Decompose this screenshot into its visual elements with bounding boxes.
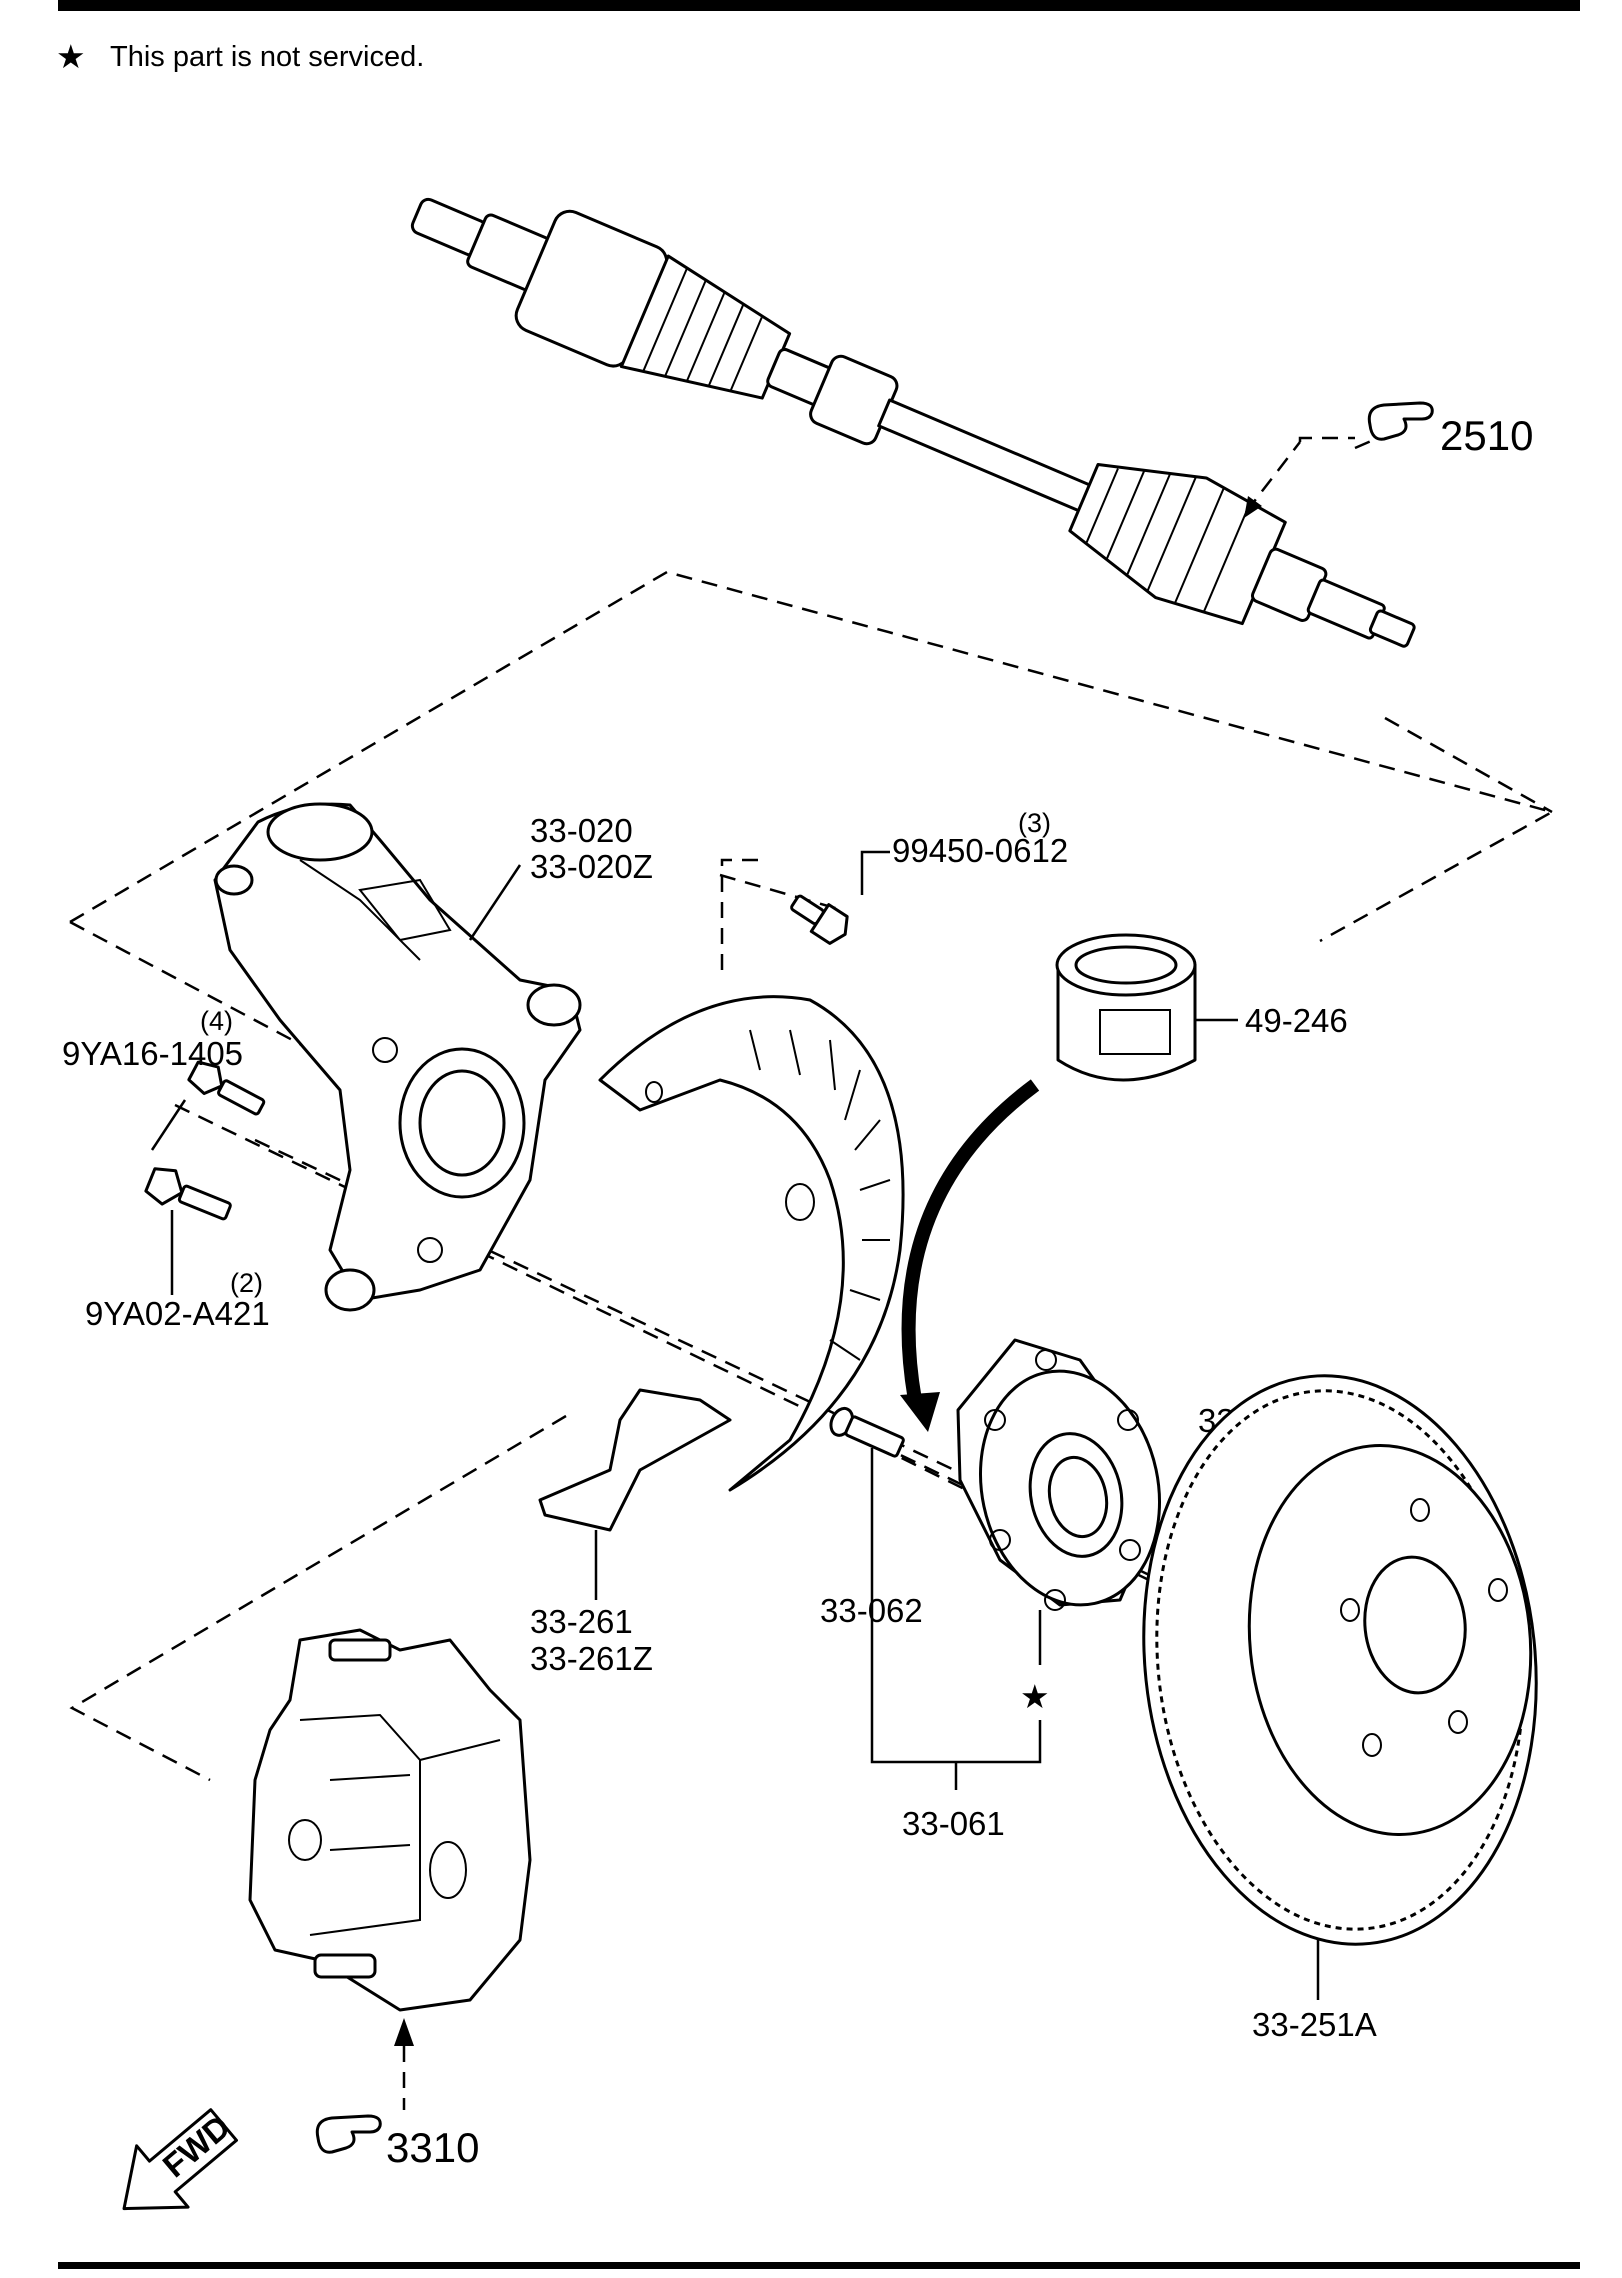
not-serviced-note: ★ This part is not serviced. <box>56 38 424 75</box>
caliper-ref-number: 3310 <box>386 2124 479 2171</box>
driveshaft-reference: 2510 <box>1244 401 1533 518</box>
label-bolt2-qty: (2) <box>230 1268 263 1298</box>
driveshaft-ref-number: 2510 <box>1440 412 1533 459</box>
drive-shaft <box>410 197 1416 648</box>
label-33-020: 33-020 <box>530 812 633 849</box>
label-bolt-upper-qty: (3) <box>1018 808 1051 838</box>
hub-bolt <box>829 1406 905 1458</box>
dust-shield <box>538 995 905 1532</box>
top-border <box>58 0 1580 11</box>
pointing-hand-icon <box>1367 401 1434 441</box>
bolt-upper-leader <box>860 850 890 895</box>
steering-knuckle <box>213 802 582 1312</box>
hub-not-serviced-star: ★ <box>1020 1678 1050 1715</box>
fwd-direction-arrow: FWD <box>122 2108 238 2211</box>
label-33-261: 33-261 <box>530 1603 633 1640</box>
bolt1-leader <box>150 1099 187 1151</box>
bottom-border <box>58 2262 1580 2269</box>
label-33-062: 33-062 <box>820 1592 923 1629</box>
wheel-hub <box>956 1338 1162 1611</box>
label-9ya16-1405: 9YA16-1405 <box>62 1035 243 1072</box>
label-33-261z: 33-261Z <box>530 1640 653 1677</box>
label-33-251a: 33-251A <box>1252 2006 1377 2043</box>
star-symbol: ★ <box>56 38 86 75</box>
label-49-246: 49-246 <box>1245 1002 1348 1039</box>
label-bolt1-qty: (4) <box>200 1006 233 1036</box>
shield-bolt-upper <box>790 894 849 945</box>
label-33-020z: 33-020Z <box>530 848 653 885</box>
pointing-hand-icon <box>315 2114 382 2154</box>
brake-rotor <box>1142 1374 1538 1946</box>
label-33-061: 33-061 <box>902 1805 1005 1842</box>
bearing-install-arrow <box>901 1079 1040 1402</box>
label-9ya02-a421: 9YA02-A421 <box>85 1295 270 1332</box>
note-text: This part is not serviced. <box>110 41 424 73</box>
caliper-reference: 3310 <box>315 2018 479 2171</box>
knuckle-bolt-2 <box>144 1167 232 1221</box>
knuckle-bolt-1 <box>187 1060 266 1116</box>
knuckle-leader <box>468 864 522 941</box>
label-99450-0612: 99450-0612 <box>892 832 1068 869</box>
brake-caliper <box>248 1628 532 2012</box>
wheel-bearing <box>1055 933 1197 1082</box>
